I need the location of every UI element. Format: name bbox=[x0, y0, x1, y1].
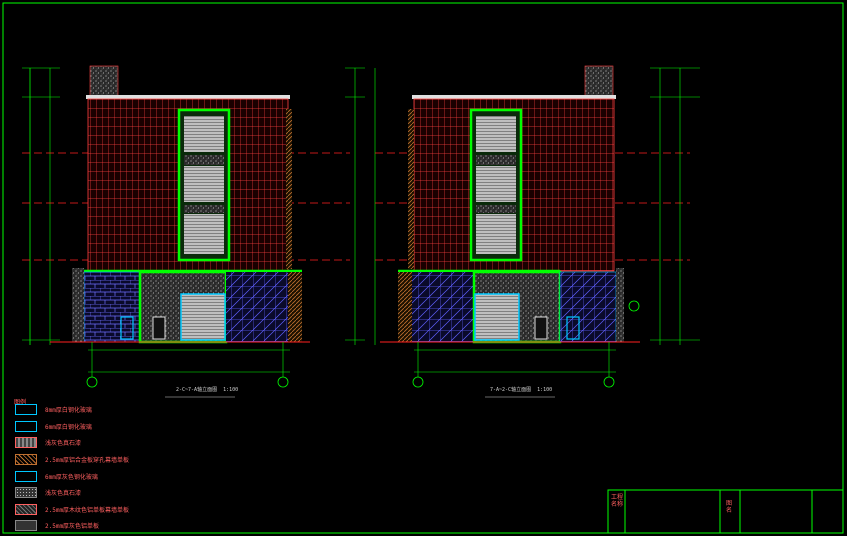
left-elevation bbox=[22, 65, 365, 398]
title-block bbox=[607, 489, 844, 534]
legend-item: 浅灰色真石漆 bbox=[15, 436, 81, 448]
right-elevation bbox=[374, 65, 700, 398]
legend-title: 图例 bbox=[14, 399, 27, 406]
circle-glass-swatch bbox=[15, 403, 37, 415]
hatch-swatch bbox=[15, 453, 37, 465]
dark-swatch bbox=[15, 519, 37, 531]
drawing-caption-left: 2-C~7-A轴立面图 1:100 bbox=[176, 387, 239, 393]
legend-item: 6mm厚白钢化玻璃 bbox=[15, 420, 92, 432]
dotted-swatch bbox=[15, 486, 37, 498]
drawing-caption-right: 7-A~2-C轴立面图 1:100 bbox=[490, 387, 553, 393]
legend-item: 2.5mm厚铝合金板穿孔幕墙单板 bbox=[15, 453, 129, 465]
legend-item: 6mm厚灰色钢化玻璃 bbox=[15, 470, 98, 482]
legend-item: 8mm厚白钢化玻璃 bbox=[15, 403, 92, 415]
title-block-drawing-name: 图名 bbox=[726, 500, 733, 514]
wood-swatch bbox=[15, 503, 37, 515]
plain-glass-swatch bbox=[15, 420, 37, 432]
grey-stone-swatch bbox=[15, 436, 37, 448]
legend-item: 2.5mm厚灰色铝单板 bbox=[15, 519, 99, 531]
legend-item: 浅灰色真石漆 bbox=[15, 486, 81, 498]
grey-glass-swatch bbox=[15, 470, 37, 482]
title-block-project: 工程名称 bbox=[611, 494, 624, 508]
legend-item: 2.5mm厚木纹色铝单板幕墙单板 bbox=[15, 503, 129, 515]
